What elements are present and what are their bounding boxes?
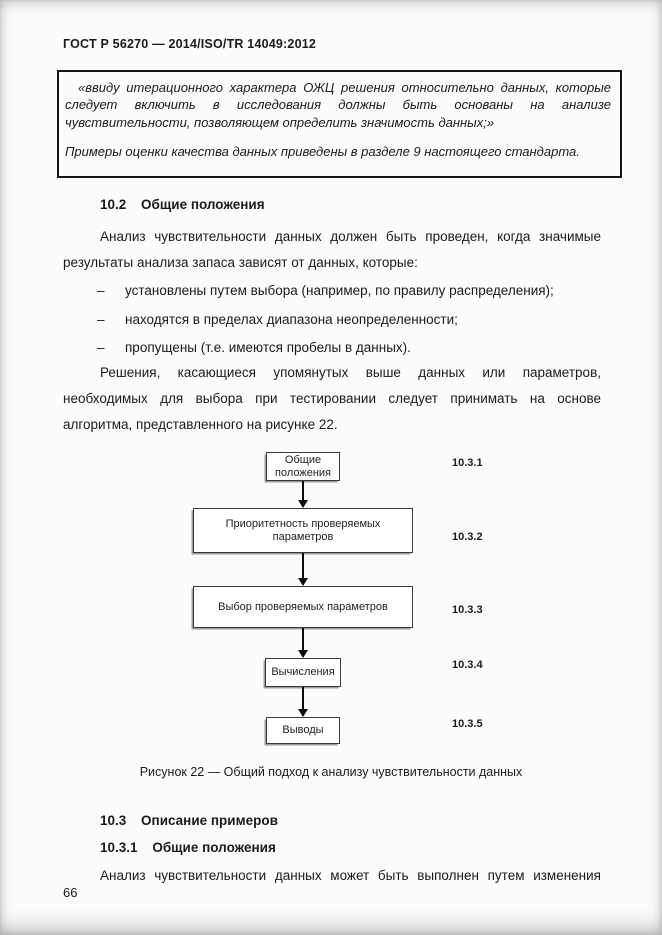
flow-ref-10-3-5: 10.3.5 bbox=[452, 718, 483, 730]
section-10-2-heading: 10.2 Общие положения bbox=[100, 197, 265, 213]
quote-box: «ввиду итерационного характера ОЖЦ решен… bbox=[57, 70, 622, 178]
list-item: – находятся в пределах диапазона неопред… bbox=[63, 310, 601, 329]
flow-ref-10-3-4: 10.3.4 bbox=[452, 659, 483, 671]
flow-arrow-line bbox=[302, 481, 304, 501]
flow-node-general: Общие положения bbox=[266, 452, 340, 481]
flow-arrow-line bbox=[302, 553, 304, 579]
list-item-text: установлены путем выбора (например, по п… bbox=[125, 283, 554, 298]
flow-ref-10-3-2: 10.3.2 bbox=[452, 531, 483, 543]
section-10-3-number: 10.3 bbox=[100, 813, 127, 828]
flow-arrow-line bbox=[302, 687, 304, 710]
list-item-text: находятся в пределах диапазона неопредел… bbox=[125, 311, 458, 327]
arrow-down-icon bbox=[298, 578, 308, 586]
bullet-list: – установлены путем выбора (например, по… bbox=[63, 281, 601, 367]
flow-node-priority: Приоритетность проверяемых параметров bbox=[193, 508, 413, 553]
section-10-3-1-number: 10.3.1 bbox=[100, 840, 138, 855]
list-item: – пропущены (т.е. имеются пробелы в данн… bbox=[63, 338, 601, 357]
dash-marker: – bbox=[97, 340, 105, 355]
flow-node-calculations: Вычисления bbox=[265, 658, 341, 687]
figure-22-flowchart: Общие положения Приоритетность проверяем… bbox=[0, 440, 662, 756]
quote-paragraph-1: «ввиду итерационного характера ОЖЦ решен… bbox=[65, 80, 611, 130]
flow-node-conclusions: Выводы bbox=[266, 717, 340, 744]
paragraph-closing: Решения, касающиеся упомянутых выше данн… bbox=[63, 365, 601, 432]
list-item: – установлены путем выбора (например, по… bbox=[63, 281, 601, 300]
section-10-3-heading: 10.3 Описание примеров bbox=[100, 813, 278, 829]
dash-marker: – bbox=[97, 283, 105, 298]
flow-arrow-line bbox=[302, 628, 304, 651]
arrow-down-icon bbox=[298, 709, 308, 717]
flow-ref-10-3-3: 10.3.3 bbox=[452, 604, 483, 616]
page-number: 66 bbox=[63, 885, 78, 900]
flow-node-selection: Выбор проверяемых параметров bbox=[193, 586, 413, 628]
section-10-3-1-title: Общие положения bbox=[152, 840, 276, 855]
arrow-down-icon bbox=[298, 650, 308, 658]
quote-paragraph-2: Примеры оценки качества данных приведены… bbox=[65, 143, 580, 159]
section-10-2-title: Общие положения bbox=[141, 197, 265, 212]
arrow-down-icon bbox=[298, 500, 308, 508]
section-10-2-number: 10.2 bbox=[100, 197, 127, 212]
document-header: ГОСТ Р 56270 — 2014/ISO/TR 14049:2012 bbox=[63, 37, 317, 51]
dash-marker: – bbox=[97, 311, 105, 327]
list-item-text: пропущены (т.е. имеются пробелы в данных… bbox=[125, 340, 411, 355]
paragraph-intro: Анализ чувствительности данных должен бы… bbox=[63, 229, 601, 270]
paragraph-last: Анализ чувствительности данных может быт… bbox=[100, 868, 601, 883]
section-10-3-title: Описание примеров bbox=[141, 813, 278, 828]
section-10-3-1-heading: 10.3.1 Общие положения bbox=[100, 840, 276, 856]
flow-ref-10-3-1: 10.3.1 bbox=[452, 457, 483, 469]
figure-caption: Рисунок 22 — Общий подход к анализу чувс… bbox=[139, 765, 523, 779]
